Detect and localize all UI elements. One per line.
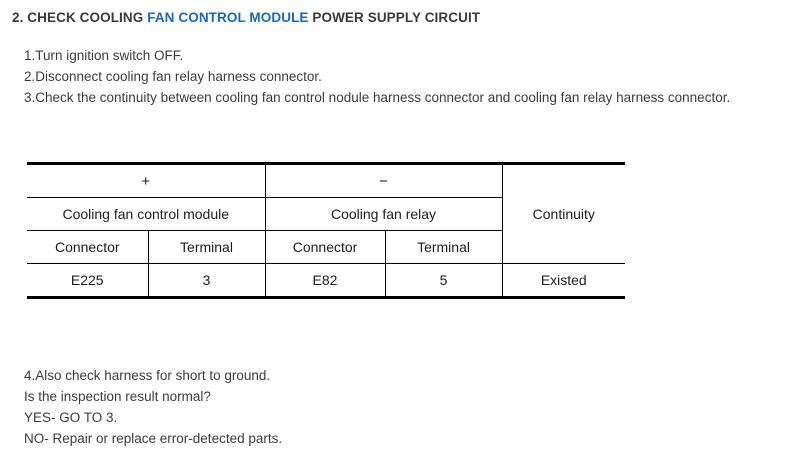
cell-value-negative-connector: E82 (265, 263, 386, 299)
table-row-subheader: Connector Terminal Connector Terminal (27, 230, 625, 264)
step-line-2: 2.Disconnect cooling fan relay harness c… (24, 69, 322, 84)
procedure-steps-bottom: 4.Also check harness for short to ground… (24, 365, 282, 449)
cell-subheader-positive-connector: Connector (27, 230, 149, 264)
procedure-steps-top: 1.Turn ignition switch OFF. 2.Disconnect… (24, 45, 730, 108)
step-line-1: 1.Turn ignition switch OFF. (24, 48, 184, 63)
cell-group-positive: Cooling fan control module (27, 197, 266, 231)
step-line-3: 3.Check the continuity between cooling f… (24, 90, 731, 105)
cell-polarity-positive: + (27, 162, 266, 198)
inspection-question: Is the inspection result normal? (24, 389, 211, 404)
branch-no: NO- Repair or replace error-detected par… (24, 431, 283, 446)
cell-value-positive-connector: E225 (27, 263, 149, 299)
cell-subheader-negative-connector: Connector (265, 230, 386, 264)
cell-value-continuity: Existed (502, 263, 626, 299)
table-row-data: E225 3 E82 5 Existed (27, 263, 626, 299)
page-title-prefix: 2. CHECK COOLING (12, 10, 148, 25)
page-title-highlight: FAN CONTROL MODULE (147, 10, 309, 25)
continuity-spec-table: + − Continuity Cooling fan control modul… (27, 162, 626, 299)
table-row-group: Cooling fan control module Cooling fan r… (27, 197, 625, 231)
branch-yes: YES- GO TO 3. (24, 410, 118, 425)
cell-continuity-header: Continuity (502, 162, 626, 264)
cell-subheader-negative-terminal: Terminal (385, 230, 503, 264)
cell-group-negative: Cooling fan relay (265, 197, 503, 231)
table-row-polarity: + − Continuity (27, 162, 626, 264)
cell-subheader-positive-terminal: Terminal (148, 230, 266, 264)
cell-value-negative-terminal: 5 (385, 263, 503, 299)
page-title: 2. CHECK COOLING FAN CONTROL MODULE POWE… (12, 10, 480, 25)
cell-polarity-negative: − (265, 162, 503, 198)
cell-value-positive-terminal: 3 (148, 263, 266, 299)
page-title-suffix: POWER SUPPLY CIRCUIT (308, 10, 481, 25)
step-line-4: 4.Also check harness for short to ground… (24, 368, 271, 383)
